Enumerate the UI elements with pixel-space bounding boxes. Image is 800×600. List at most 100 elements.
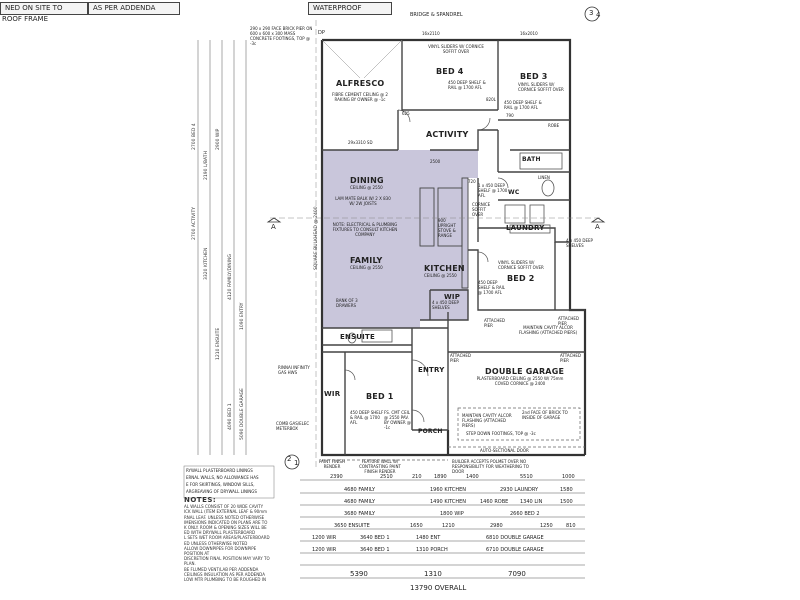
marker-bottom-1: 1 — [294, 459, 299, 467]
left-dim-9: 4120 FAMILY/DINING — [228, 254, 233, 300]
left-dim-5: 2900 WIP — [216, 128, 221, 150]
notes-block: NOTES: AL WALLS CONSIST OF 20 WIDE CAVIT… — [184, 496, 276, 583]
bed3-window-note: VINYL SLIDERS W/ CORNICE SOFFIT OVER — [518, 82, 564, 92]
dim-row4-2: 1800 WIP — [440, 511, 464, 517]
dim-row5-4: 2980 — [490, 523, 503, 529]
dim-row5-3: 1210 — [442, 523, 455, 529]
note-line: IMENSIONS INDICATED ON PLANS ARE TO — [184, 519, 268, 525]
attached-pier-2: ATTACHED PIER — [558, 316, 580, 326]
dim-row5-6: 810 — [566, 523, 576, 529]
bulkhead-note: SQUARE BULKHEAD @ 2400 — [314, 206, 319, 270]
room-ensuite: ENSUITE — [340, 333, 375, 341]
dim-row1-7: 1000 — [562, 474, 575, 480]
dim-row2-4: 1580 — [560, 487, 573, 493]
room-alfresco: ALFRESCO — [336, 79, 385, 88]
dim-row1-2: 2510 — [380, 474, 393, 480]
note-line: ED UNLESS OTHERWISE NOTED — [184, 540, 248, 546]
dim-row1-1: 2390 — [330, 474, 343, 480]
bed2-window-note: VINYL SLIDERS W/ CORNICE SOFFIT OVER — [498, 260, 544, 270]
attached-pier-4: ATTACHED PIER — [560, 353, 582, 363]
bed4-window-note: VINYL SLIDERS W/ CORNICE SOFFIT OVER — [428, 44, 484, 54]
dining-ceiling: CEILING @ 2550 — [350, 185, 383, 190]
paint-finish-note: PAINT FINISH RENDER — [319, 459, 345, 469]
left-dim-1: 2700 BED 4 — [192, 123, 197, 150]
room-kitchen: KITCHEN — [424, 264, 465, 273]
dim-row7-3: 1310 PORCH — [416, 547, 448, 553]
auto-door-label: AUTO-SECTIONAL DOOR — [480, 448, 529, 453]
total-mid: 1310 — [424, 570, 442, 578]
dim-2500: 2500 — [430, 159, 441, 164]
top-note: BRIDGE & SPANDREL — [410, 12, 463, 18]
dim-row5-1: 3650 ENSUITE — [334, 523, 370, 529]
dim-row1-4: 1890 — [434, 474, 447, 480]
attached-pier-3: ATTACHED PIER — [450, 353, 472, 363]
room-wir: WIR — [324, 390, 341, 398]
bottom-dimension-lines — [300, 479, 585, 579]
dim-row3-5: 1500 — [560, 499, 573, 505]
beam-note: 29x3310 SD — [348, 140, 373, 145]
wip-shelves-note: 4 x 450 DEEP SHELVES — [432, 300, 459, 310]
room-dining: DINING — [350, 176, 384, 185]
fixtures — [347, 152, 563, 344]
dim-820: 820L — [486, 97, 496, 102]
room-activity: ACTIVITY — [426, 130, 469, 139]
overall-dimension: 13790 OVERALL — [410, 584, 467, 592]
note-line: LOW MTR PLUMBING TO BE ROUGHED IN — [184, 577, 266, 583]
stove-note: 900 UPRIGHT STOVE & RANGE — [438, 218, 456, 238]
linen-label: LINEN — [538, 175, 550, 180]
laundry-shelves-note: 4 x 450 DEEP SHELVES — [566, 238, 593, 248]
marker-top-3: 3 — [589, 9, 594, 17]
marker-right-a: A — [595, 223, 600, 231]
dim-790: 790 — [506, 113, 514, 118]
bed1-shelf-note: 450 DEEP SHELF & RAIL @ 1700 AFL — [350, 410, 384, 425]
dim-row3-4: 1340 LIN — [520, 499, 543, 505]
room-family: FAMILY — [350, 256, 383, 265]
dp-marker: DP — [318, 30, 325, 36]
note-line: DISCRETION FINAL POSITION MAY VARY TO — [184, 556, 270, 562]
marker-bottom-2: 2 — [287, 455, 292, 463]
door-swings — [344, 109, 509, 423]
living-shading — [322, 150, 478, 328]
robe-label: ROBE — [548, 123, 560, 128]
header-sub: ROOF FRAME — [2, 15, 48, 23]
dim-625: 625 — [402, 111, 410, 116]
dim-row7-1: 1200 WIR — [312, 547, 337, 553]
dim-row2-3: 2930 LAUNDRY — [500, 487, 539, 493]
note-line: ALLOW DOWNPIPES FOR DOWNPIPE POSITION AT — [184, 545, 257, 557]
left-dim-6: 1210 ENSUITE — [216, 327, 221, 360]
laundry-shelf-note: 1 x 450 DEEP SHELF @ 1700 AFL — [478, 183, 508, 198]
left-dim-8: 5090 DOUBLE GARAGE — [240, 388, 245, 440]
room-wip: WIP — [444, 293, 461, 301]
family-ceiling: CEILING @ 2550 — [350, 265, 383, 270]
bed4-shelf-note: 450 DEEP SHELF & RAIL @ 1700 AFL — [448, 80, 486, 90]
kitchen-island — [419, 177, 469, 289]
note-line: ED WITH DRYWALL PLASTERBOARD — [184, 530, 256, 536]
room-bed3: BED 3 — [520, 72, 548, 81]
note-line: RNAL LEAF. UNLESS NOTED OTHERWISE — [184, 514, 265, 520]
dim-row3-1: 4680 FAMILY — [344, 499, 376, 505]
total-right: 7090 — [508, 570, 526, 578]
pre-note-4: ARGREAVING OF DRYWALL LININGS — [186, 489, 257, 494]
dim-row7-2: 3640 BED 1 — [360, 547, 390, 553]
garage-ceiling-note: PLASTERBOARD CEILING @ 2550 W/ 75mm COVE… — [476, 376, 564, 386]
left-dim-4: 3320 KITCHEN — [204, 247, 209, 280]
lam-beam-note: LAM MATE BALK W/ 2 X 830 W/ 2W JOISTS — [335, 196, 391, 206]
note-line: PLAN. — [184, 561, 196, 567]
bed2-shelf-note: 450 DEEP SHELF & RAIL @ 1700 AFL — [478, 280, 506, 295]
dim-row1-3: 210 — [412, 474, 422, 480]
room-laundry: LAUNDRY — [506, 224, 545, 232]
note-line: CEILINGS INSULATION AS PER ADDENDA — [184, 571, 265, 577]
room-bed2: BED 2 — [507, 274, 535, 283]
interior-walls — [322, 40, 585, 455]
garage-face-note: 2nd FACE OF BRICK TO INSIDE OF GARAGE — [522, 410, 568, 420]
note-line: L SETS WET ROOM AREAS/PLASTERBOARD — [184, 535, 270, 541]
dim-row3-3: 1460 ROBE — [480, 499, 509, 505]
porch-ceiling-note: FS. CMT CEIL @ 2550 PAV. BY OWNER @ -1c — [384, 410, 411, 430]
dim-row6-2: 3640 BED 1 — [360, 535, 390, 541]
total-left: 5390 — [350, 570, 368, 578]
grid-lines — [270, 20, 600, 470]
dim-row4-3: 2660 BED 2 — [510, 511, 540, 517]
dim-top-left: 16x2110 — [422, 31, 440, 36]
